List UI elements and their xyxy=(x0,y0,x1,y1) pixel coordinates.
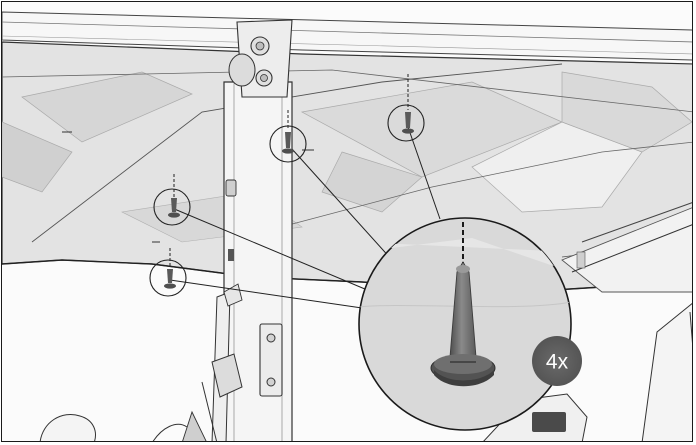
cargo-outline xyxy=(483,302,692,441)
seatbelt xyxy=(182,283,243,441)
quantity-badge: 4x xyxy=(532,336,582,386)
fastener-locator-1 xyxy=(269,110,307,163)
seat-outline xyxy=(39,414,188,441)
fastener-locator-4 xyxy=(149,248,187,297)
roof-rail xyxy=(2,11,692,61)
callout-magnifier: 4x xyxy=(358,217,582,431)
quantity-label: 4x xyxy=(546,351,569,374)
leader-lines xyxy=(169,126,441,309)
fastener-locator-3 xyxy=(153,174,191,226)
fastener-locator-2 xyxy=(387,74,425,142)
push-pin-rivet-icon xyxy=(430,261,496,387)
pillar xyxy=(223,19,293,441)
right-rail xyxy=(561,207,692,293)
